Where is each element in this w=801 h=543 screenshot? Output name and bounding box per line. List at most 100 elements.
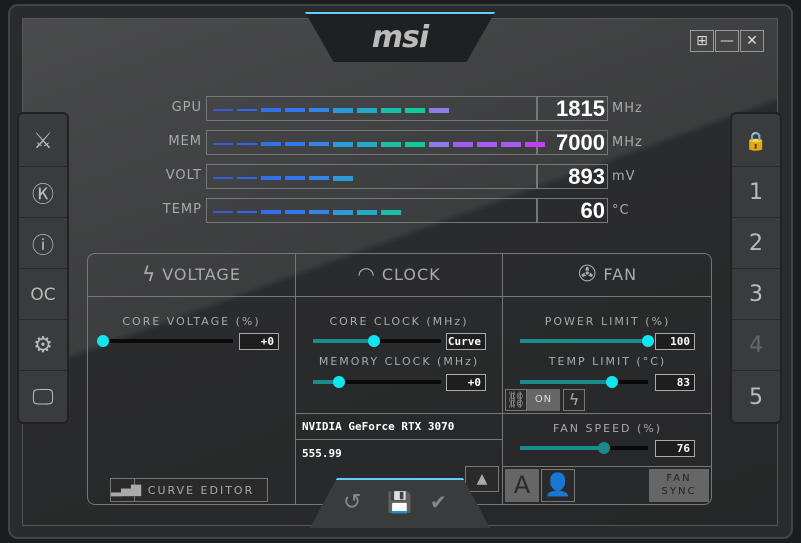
power-limit-slider[interactable] [520,335,654,347]
slider-track[interactable] [103,339,233,343]
temp-limit-slider[interactable] [520,376,648,388]
info-icon[interactable]: ⓘ [19,219,67,269]
profile-3-button[interactable]: 3 [732,270,780,320]
windows-icon[interactable]: ⊞ [690,30,714,52]
user-profile-icon[interactable]: 👤 [541,469,575,502]
core-clock-value[interactable]: Curve [446,333,486,350]
settings-gear-icon[interactable]: ⚙ [19,321,67,371]
expand-up-button[interactable]: ▲ [465,466,499,492]
control-panel [87,253,712,505]
volt-unit: mV [612,169,636,184]
close-button[interactable]: ✕ [740,30,764,52]
divider [296,439,502,440]
temp-limit-value[interactable]: 83 [655,374,695,391]
power-limit-value[interactable]: 100 [655,333,695,350]
bar-segment [213,177,233,179]
bar-segment [213,211,233,213]
core-clock-slider[interactable] [313,335,441,347]
profile-2-button[interactable]: 2 [732,219,780,269]
bar-segment [285,108,305,112]
slider-track[interactable] [520,339,648,343]
fan-icon: ✇ [577,262,598,287]
lightning-icon[interactable]: ϟ [563,389,585,411]
left-sidebar: ⚔ Ⓚ ⓘ OC ⚙ 🖵 [17,112,69,424]
bar-segment [333,175,353,181]
slider-knob[interactable] [606,376,619,388]
core-voltage-value[interactable]: +0 [239,333,279,350]
curve-editor-label: CURVE EDITOR [147,483,255,497]
fan-speed-slider[interactable] [520,442,648,454]
bar-segment [237,142,257,146]
slider-track[interactable] [313,380,441,384]
slider-fill [520,339,648,343]
lock-icon[interactable]: 🔒 [732,117,780,167]
core-voltage-slider[interactable] [97,335,233,347]
oc-scan-icon[interactable]: OC [19,270,67,320]
divider [296,413,712,414]
fan-speed-value[interactable]: 76 [655,440,695,457]
bar-segment [333,209,353,215]
bar-segment [309,175,329,181]
temp-label: TEMP [162,202,202,217]
slider-knob[interactable] [642,335,654,347]
gpu-value: 1815 [537,96,608,121]
link-icon[interactable]: ⛓ [505,389,527,411]
slider-track[interactable] [520,380,648,384]
bar-segment [405,141,425,147]
bar-segment [237,108,257,112]
profile-5-button[interactable]: 5 [749,384,763,410]
temp-bar [206,198,537,223]
profile-1-button[interactable]: 1 [732,168,780,218]
apply-check-icon[interactable]: ✔ [430,490,447,514]
bar-segment [525,141,545,147]
bar-segment [405,107,425,113]
slider-knob[interactable] [368,335,381,347]
profile-4-button[interactable]: 4 [732,321,780,371]
slider-fill [313,339,375,343]
divider [295,254,296,505]
bar-segment [261,108,281,112]
slider-knob[interactable] [97,335,109,347]
slider-fill [313,380,339,384]
bar-segment [357,107,377,113]
memory-clock-value[interactable]: +0 [446,374,486,391]
reset-icon[interactable]: ↺ [343,490,362,515]
bar-segment [453,141,473,147]
slider-knob[interactable] [598,442,611,454]
mem-value: 7000 [537,130,608,155]
volt-label: VOLT [165,168,202,183]
action-bar [310,478,490,528]
bar-segment [501,141,521,147]
bars-icon: ▂▄▆ [111,479,141,501]
divider [503,466,712,467]
minimize-button[interactable]: — [715,30,739,52]
fan-sync-line1: FAN [666,473,692,484]
bar-segment [237,210,257,214]
right-sidebar: 🔒 1 2 3 4 5 [730,112,782,424]
fan-header: ✇FAN [503,262,712,287]
slider-fill [520,380,613,384]
k-boost-icon[interactable]: Ⓚ [19,168,67,218]
divider [88,296,711,297]
memory-clock-slider[interactable] [313,376,441,388]
gpu-bar [206,96,537,121]
voltage-title: VOLTAGE [162,264,241,284]
bar-segment [333,141,353,147]
link-on-toggle[interactable]: ON [527,389,560,411]
monitor-icon[interactable]: 🖵 [32,384,54,410]
bar-segment [429,141,449,147]
fan-auto-button[interactable]: A [505,469,539,502]
mem-label: MEM [168,134,202,149]
oc-scanner-logo-icon[interactable]: ⚔ [19,117,67,167]
save-icon[interactable]: 💾 [387,490,412,514]
bar-segment [285,142,305,146]
curve-editor-button[interactable]: ▂▄▆ CURVE EDITOR [110,478,268,502]
bar-segment [429,107,449,113]
bar-segment [261,176,281,180]
slider-track[interactable] [520,446,648,450]
slider-knob[interactable] [332,376,345,388]
memory-clock-label: MEMORY CLOCK (MHz) [318,355,480,368]
volt-bar [206,164,537,189]
core-clock-label: CORE CLOCK (MHz) [329,315,469,328]
